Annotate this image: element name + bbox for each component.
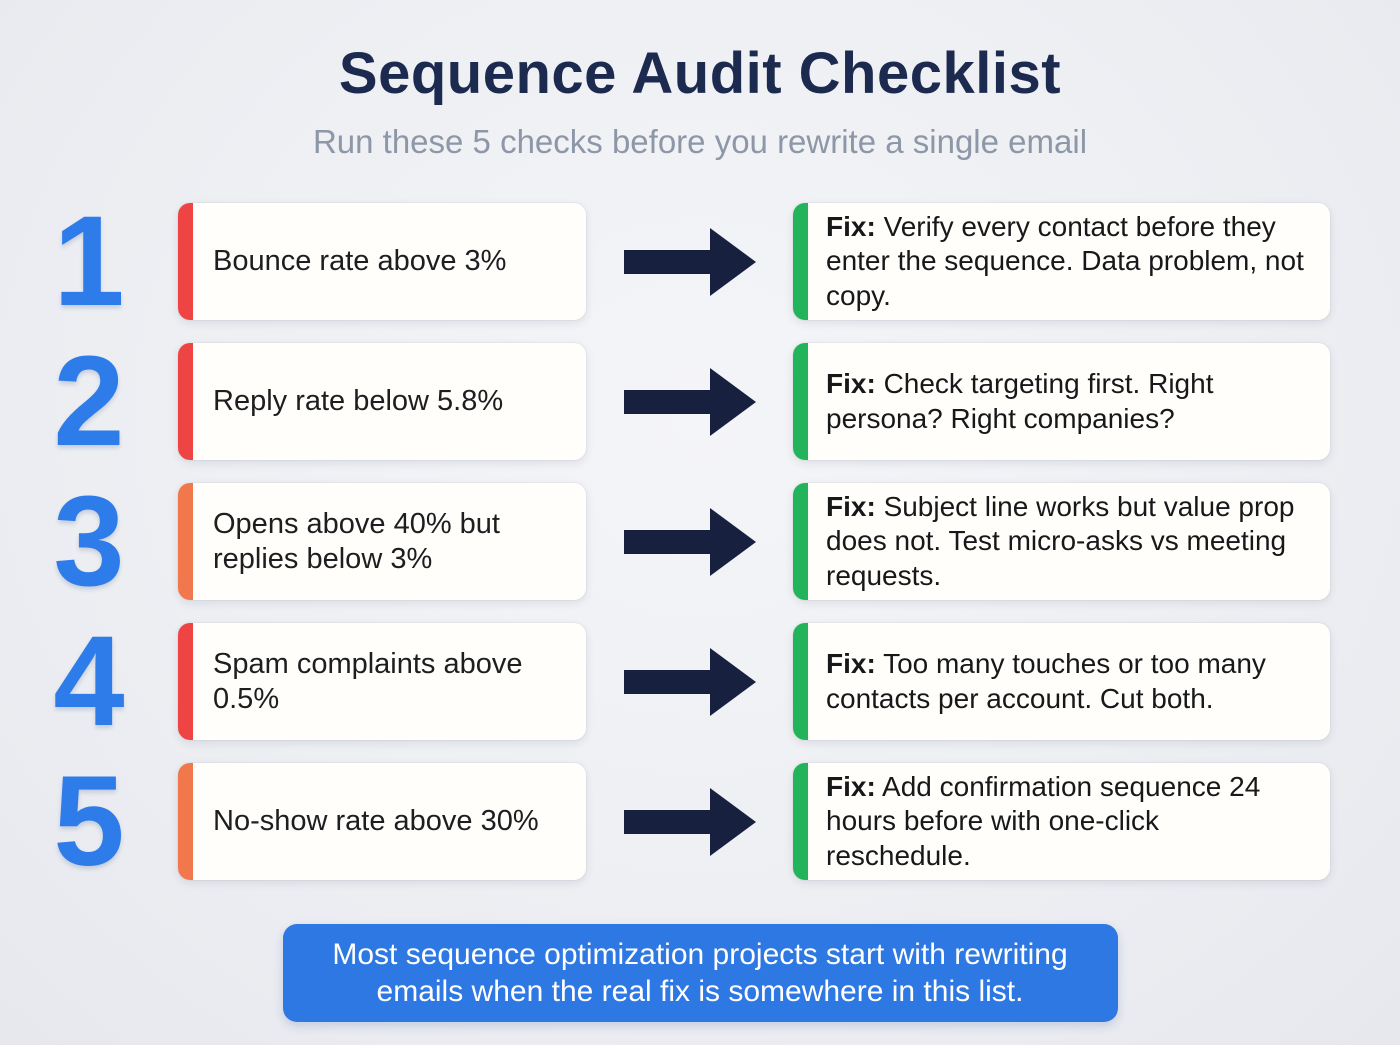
check-card: Opens above 40% but replies below 3% xyxy=(178,483,586,600)
check-text: Reply rate below 5.8% xyxy=(213,385,504,418)
fix-body: Verify every contact before they enter t… xyxy=(826,211,1304,311)
arrow-right-icon xyxy=(586,203,793,320)
fix-text: Fix: Subject line works but value prop d… xyxy=(793,483,1330,600)
header: Sequence Audit Checklist Run these 5 che… xyxy=(0,0,1400,161)
row-number: 2 xyxy=(53,329,125,473)
check-accent-bar xyxy=(178,483,193,600)
check-text: Spam complaints above 0.5% xyxy=(213,647,523,715)
check-accent-bar xyxy=(178,623,193,740)
fix-accent-bar xyxy=(793,483,808,600)
check-card: No-show rate above 30% xyxy=(178,763,586,880)
fix-label: Fix: xyxy=(826,648,876,680)
check-text: Bounce rate above 3% xyxy=(213,245,507,278)
fix-card: Fix: Add confirmation sequence 24 hours … xyxy=(793,763,1330,880)
row-number: 4 xyxy=(53,609,125,753)
checklist-row-5: 5 No-show rate above 30% Fix: Add confir… xyxy=(0,749,1400,893)
arrow-right-icon xyxy=(586,343,793,460)
arrow-right-icon xyxy=(586,623,793,740)
fix-body: Check targeting first. Right persona? Ri… xyxy=(826,368,1214,434)
footer-text: Most sequence optimization projects star… xyxy=(332,937,1068,1009)
fix-label: Fix: xyxy=(826,771,876,803)
fix-card: Fix: Check targeting first. Right person… xyxy=(793,343,1330,460)
check-accent-bar xyxy=(178,343,193,460)
fix-card: Fix: Subject line works but value prop d… xyxy=(793,483,1330,600)
fix-label: Fix: xyxy=(826,211,876,243)
fix-label: Fix: xyxy=(826,491,876,523)
arrow-right-icon xyxy=(586,763,793,880)
fix-accent-bar xyxy=(793,763,808,880)
footer-banner: Most sequence optimization projects star… xyxy=(282,924,1118,1022)
page-subtitle: Run these 5 checks before you rewrite a … xyxy=(312,123,1088,160)
fix-card: Fix: Too many touches or too many contac… xyxy=(793,623,1330,740)
arrow-right-icon xyxy=(586,483,793,600)
row-number: 3 xyxy=(53,469,125,613)
fix-accent-bar xyxy=(793,343,808,460)
check-accent-bar xyxy=(178,203,193,320)
page-title: Sequence Audit Checklist xyxy=(338,41,1062,106)
check-text: No-show rate above 30% xyxy=(213,805,539,838)
fix-body: Too many touches or too many contacts pe… xyxy=(826,648,1266,714)
fix-accent-bar xyxy=(793,623,808,740)
fix-text: Fix: Add confirmation sequence 24 hours … xyxy=(793,763,1330,880)
checklist: 1 Bounce rate above 3% Fix: Verify every… xyxy=(0,189,1400,893)
row-number: 1 xyxy=(53,189,125,333)
checklist-row-4: 4 Spam complaints above 0.5% Fix: Too ma… xyxy=(0,609,1400,753)
fix-text: Fix: Too many touches or too many contac… xyxy=(793,639,1330,723)
fix-label: Fix: xyxy=(826,368,876,400)
check-accent-bar xyxy=(178,763,193,880)
checklist-row-1: 1 Bounce rate above 3% Fix: Verify every… xyxy=(0,189,1400,333)
check-card: Bounce rate above 3% xyxy=(178,203,586,320)
check-card: Reply rate below 5.8% xyxy=(178,343,586,460)
fix-body: Subject line works but value prop does n… xyxy=(826,491,1295,591)
check-text: Opens above 40% but replies below 3% xyxy=(213,507,500,575)
checklist-row-2: 2 Reply rate below 5.8% Fix: Check targe… xyxy=(0,329,1400,473)
row-number: 5 xyxy=(53,749,125,893)
fix-body: Add confirmation sequence 24 hours befor… xyxy=(826,771,1261,871)
check-card: Spam complaints above 0.5% xyxy=(178,623,586,740)
checklist-row-3: 3 Opens above 40% but replies below 3% F… xyxy=(0,469,1400,613)
fix-text: Fix: Verify every contact before they en… xyxy=(793,203,1330,320)
fix-card: Fix: Verify every contact before they en… xyxy=(793,203,1330,320)
fix-text: Fix: Check targeting first. Right person… xyxy=(793,359,1330,443)
fix-accent-bar xyxy=(793,203,808,320)
